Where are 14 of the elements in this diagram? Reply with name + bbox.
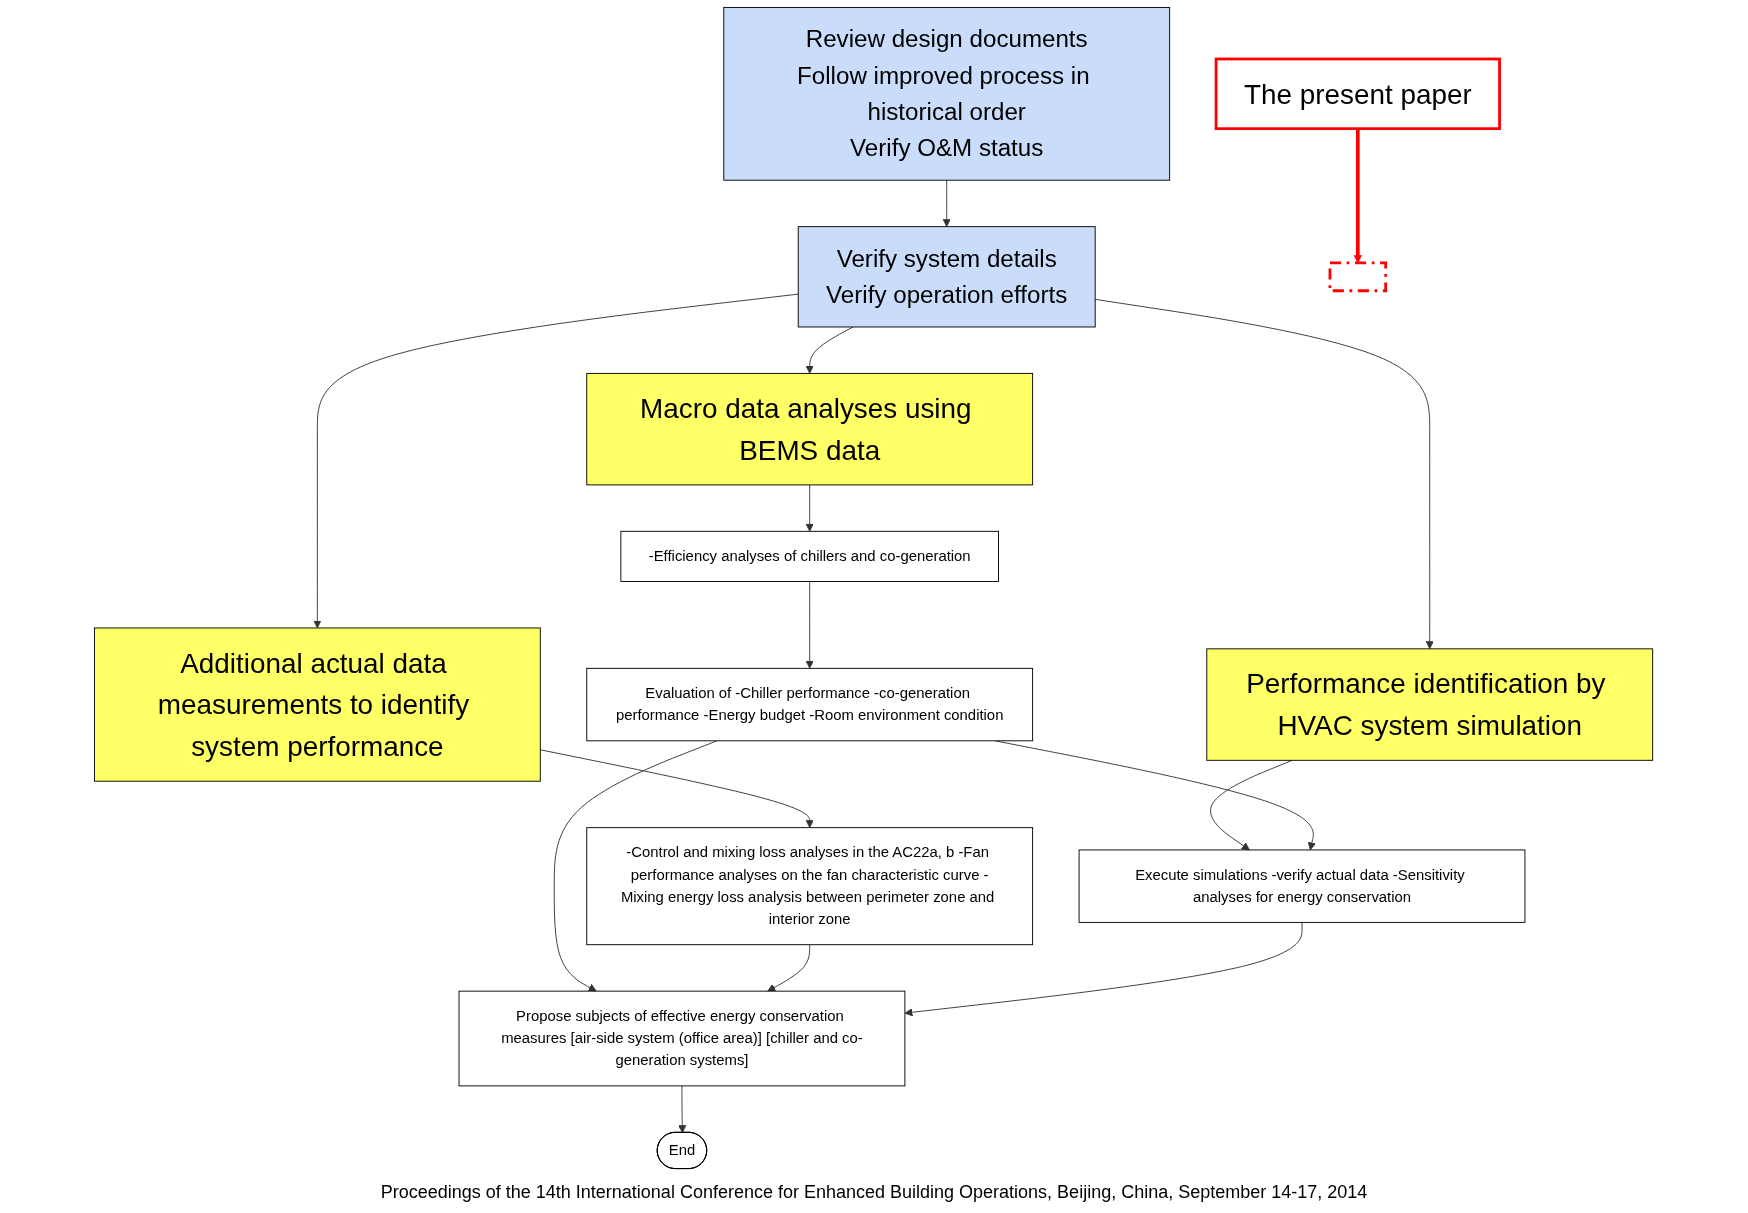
node-box: The present paper (1215, 57, 1502, 131)
node-box: -Efficiency analyses of chillers and co-generation (620, 530, 1000, 582)
node-box: Propose subjects of effective energy conservation measures [air-side system (office area)] [chiller and co-generation systems] (459, 990, 906, 1087)
node-box: Evaluation of -Chiller performance -co-generation performance -Energy budget -Room environment condition (586, 667, 1034, 742)
node-box: Additional actual data measurements to identify system performance (94, 627, 542, 782)
node-box: Macro data analyses using BEMS data (586, 372, 1034, 486)
node-box: -Control and mixing loss analyses in the AC22a, b -Fan performance analyses on the fan characteristic curve -Mixing energy loss analysis between perimeter zone and interior zone (586, 827, 1034, 946)
caption: Proceedings of the 14th International Conference for Enhanced Building Operations, Beijing, China, September 14-17, 2014 (380, 1181, 1368, 1204)
node-box (1329, 261, 1388, 293)
arrow (1354, 128, 1363, 264)
node-box: Verify system details Verify operation efforts (798, 226, 1097, 328)
node-box: Performance identification by HVAC system simulation (1206, 648, 1654, 761)
node-box: Review design documents Follow improved process in historical order Verify O&M status (723, 6, 1171, 181)
node-box: Execute simulations -verify actual data -Sensitivity analyses for energy conservation (1079, 849, 1526, 923)
